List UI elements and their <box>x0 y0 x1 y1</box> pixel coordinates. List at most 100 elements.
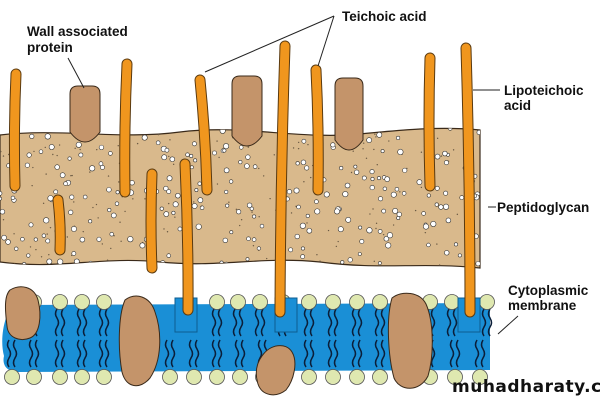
granule <box>90 266 92 268</box>
granule <box>107 207 112 213</box>
lipid-head <box>209 369 225 385</box>
granule <box>161 154 168 161</box>
granule <box>89 165 96 172</box>
granule <box>110 212 117 219</box>
lipid-head <box>26 369 42 385</box>
granule <box>259 223 265 229</box>
granule <box>334 208 340 215</box>
granule <box>249 206 254 211</box>
lipid-tail <box>449 339 461 368</box>
granule <box>129 180 135 186</box>
granule <box>456 213 459 216</box>
granule <box>359 239 365 244</box>
granule <box>434 153 441 160</box>
granule <box>193 158 198 163</box>
lipid-head <box>74 369 90 385</box>
lipid-head <box>301 369 317 385</box>
granule <box>296 204 301 210</box>
granule <box>43 217 50 224</box>
granule <box>438 204 444 210</box>
granule <box>294 233 300 240</box>
granule <box>229 230 234 235</box>
lipid-head <box>232 369 248 385</box>
granule <box>75 141 82 148</box>
granule <box>361 175 367 181</box>
teichoic-rod <box>311 65 323 195</box>
lipid-tail <box>374 339 386 368</box>
granule <box>0 209 6 215</box>
granule <box>191 203 198 209</box>
watermark: muhadharaty.com <box>452 377 600 397</box>
granule <box>352 150 354 152</box>
granule <box>114 201 120 206</box>
granule <box>139 242 146 249</box>
granule <box>229 179 234 184</box>
granule <box>314 208 321 215</box>
granule <box>304 165 310 171</box>
granule <box>372 208 374 210</box>
granule <box>333 264 335 267</box>
granule <box>28 222 34 228</box>
granule <box>445 217 452 224</box>
teichoic-rod <box>195 75 212 195</box>
granule <box>394 187 400 192</box>
peptidoglycan-layer <box>0 127 482 270</box>
granule <box>108 151 113 156</box>
granule <box>189 154 194 159</box>
granule <box>301 246 305 251</box>
lipid-tail <box>28 339 40 368</box>
granule <box>430 221 437 227</box>
label-wall-protein-2: protein <box>27 40 73 55</box>
granule <box>354 269 355 270</box>
granule <box>192 141 197 147</box>
lipid-head <box>252 294 268 310</box>
granule <box>377 229 383 234</box>
lipid-head <box>349 294 365 310</box>
granule <box>316 254 318 256</box>
granule <box>375 136 377 138</box>
lipid-head <box>479 294 495 310</box>
granule <box>434 202 439 207</box>
lipid-head <box>96 369 112 385</box>
label-lipoteichoic-2: acid <box>504 98 531 113</box>
granule <box>252 164 258 169</box>
granule <box>244 163 250 169</box>
granule <box>13 233 15 235</box>
granule <box>426 193 431 198</box>
granule <box>396 216 401 220</box>
granule <box>381 208 386 214</box>
granule <box>155 140 161 146</box>
granule <box>481 129 482 130</box>
granule <box>222 148 227 153</box>
granule <box>35 248 37 251</box>
membrane-proteins <box>4 286 433 396</box>
granule <box>228 201 230 203</box>
granule <box>119 221 121 223</box>
granule <box>33 237 38 242</box>
granule <box>380 149 385 154</box>
granule <box>67 156 72 161</box>
granule <box>342 191 349 198</box>
granule <box>436 243 438 245</box>
granule <box>390 191 397 198</box>
granule <box>444 250 450 256</box>
granule <box>42 202 45 205</box>
granule <box>300 254 306 259</box>
granule <box>223 143 230 150</box>
granule <box>71 254 73 257</box>
granule <box>305 213 310 218</box>
granule <box>68 209 74 215</box>
granule <box>8 265 13 268</box>
lipid-head <box>209 294 225 310</box>
lipid-head <box>230 294 246 310</box>
granule <box>319 260 321 262</box>
granule <box>71 226 77 232</box>
granule <box>426 242 431 248</box>
granule <box>118 181 120 183</box>
lipid-head <box>301 294 317 310</box>
granule <box>396 211 402 217</box>
granule <box>420 186 423 189</box>
teichoic-acid-strands <box>8 40 476 318</box>
granule <box>297 141 300 144</box>
granule <box>52 153 54 156</box>
